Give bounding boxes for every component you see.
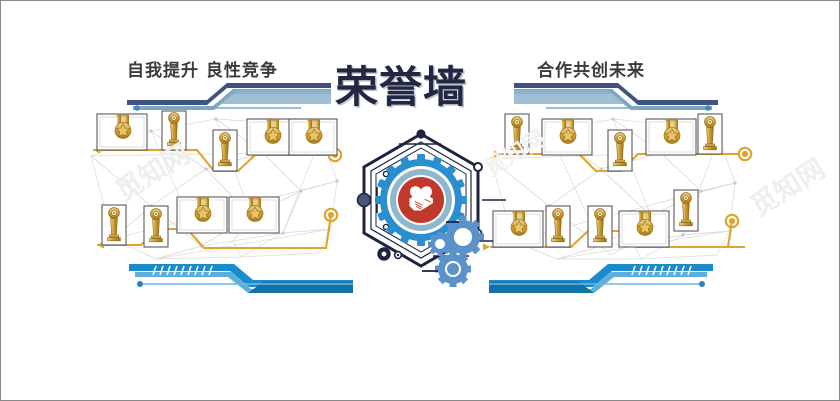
gold-medal-icon — [114, 114, 132, 139]
gold-medal-icon — [264, 119, 282, 144]
photo-frame[interactable] — [607, 129, 633, 172]
photo-frame[interactable] — [618, 210, 670, 248]
photo-frame[interactable] — [492, 210, 544, 248]
hexagon-gear-emblem — [356, 129, 506, 287]
handshake-icon — [409, 195, 433, 211]
gold-medal-icon — [510, 211, 528, 236]
photo-frame[interactable] — [504, 113, 530, 155]
photo-frame[interactable] — [176, 196, 228, 234]
photo-frame[interactable] — [587, 205, 613, 248]
hexagon-nodes — [356, 129, 483, 261]
photo-frame[interactable] — [96, 113, 148, 151]
small-gear-medium — [435, 251, 471, 287]
banner-top-left — [127, 83, 331, 111]
gold-medal-icon — [636, 211, 654, 236]
photo-frame[interactable] — [697, 113, 723, 155]
small-gear-small — [428, 232, 452, 256]
gold-medal-icon — [663, 119, 681, 144]
banner-top-right — [514, 83, 718, 111]
photo-frame[interactable] — [541, 118, 593, 156]
photo-frame[interactable] — [161, 110, 187, 151]
gold-medal-icon — [305, 119, 323, 144]
photo-frame[interactable] — [143, 205, 169, 248]
banner-bottom-left — [129, 264, 353, 293]
rail-endpoint-rings — [311, 146, 753, 250]
photo-frame[interactable] — [212, 129, 238, 172]
photo-frame[interactable] — [288, 118, 338, 156]
gold-medal-icon — [246, 197, 264, 222]
photo-frame[interactable] — [228, 196, 280, 234]
photo-frame[interactable] — [101, 204, 127, 246]
photo-frame-group-right — [492, 113, 723, 248]
photo-frame[interactable] — [545, 205, 571, 248]
gold-medal-icon — [559, 119, 577, 144]
photo-frame[interactable] — [645, 118, 697, 156]
banner-bottom-right — [489, 264, 713, 293]
gold-medal-icon — [194, 197, 212, 222]
photo-frame[interactable] — [673, 189, 699, 232]
rail-left-lower — [97, 227, 311, 250]
photo-frame-group-left — [96, 110, 338, 248]
